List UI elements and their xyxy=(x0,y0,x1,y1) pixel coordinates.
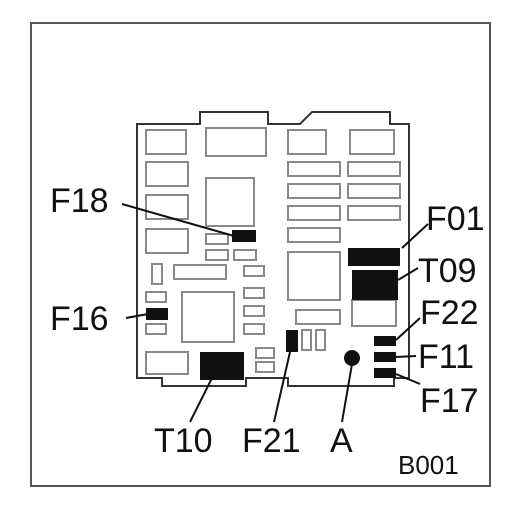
fuse-slot xyxy=(301,329,312,351)
label-f18: F18 xyxy=(50,182,109,220)
leader-line-f16 xyxy=(125,313,149,319)
leader-lines xyxy=(121,203,429,423)
leader-line-f17 xyxy=(395,373,421,385)
fuse-slot xyxy=(243,323,265,335)
label-f17: F17 xyxy=(420,382,479,420)
fuse-slot xyxy=(151,263,163,285)
fuse-slot xyxy=(287,183,341,199)
relay-slot xyxy=(145,351,189,375)
fuse-slot xyxy=(233,249,257,261)
leader-line-f18 xyxy=(121,203,235,237)
fuse-slot xyxy=(287,205,341,221)
relay-slot xyxy=(145,194,189,220)
fuse-slot xyxy=(347,205,401,221)
relay-slot xyxy=(287,129,327,155)
fuse-f16 xyxy=(146,308,168,320)
fuse-slot xyxy=(243,287,265,299)
relay-slot xyxy=(145,228,189,254)
fuse-slot xyxy=(315,329,326,351)
fuse-slot xyxy=(255,347,275,359)
leader-line-f22 xyxy=(395,317,421,341)
relay-slot xyxy=(349,129,395,155)
relay-slot xyxy=(145,161,189,187)
relay-slot xyxy=(205,127,267,157)
fuse-slot xyxy=(145,323,167,335)
label-a: A xyxy=(330,422,353,460)
label-t10: T10 xyxy=(154,422,213,460)
label-f21: F21 xyxy=(242,422,301,460)
fuse-slot xyxy=(255,361,275,373)
relay-slot xyxy=(145,129,187,155)
relay-t09 xyxy=(352,270,398,300)
leader-line-a xyxy=(341,363,353,423)
fuse-slot xyxy=(173,264,227,280)
fuse-slot xyxy=(205,249,229,261)
label-f11: F11 xyxy=(418,338,474,376)
fuse-slot xyxy=(145,291,167,303)
label-t09: T09 xyxy=(418,252,477,290)
fuse-f17 xyxy=(374,368,396,378)
relay-slot xyxy=(205,177,255,227)
relay-slot xyxy=(181,291,235,343)
fuse-f11 xyxy=(374,352,396,362)
leader-line-f01 xyxy=(401,223,429,249)
fuse-slot xyxy=(243,265,265,277)
fuse-slot xyxy=(347,183,401,199)
relay-t10 xyxy=(200,352,244,380)
fuse-slot xyxy=(295,309,341,325)
leader-line-f21 xyxy=(273,351,291,423)
label-f22: F22 xyxy=(420,294,479,332)
fuse-f22 xyxy=(374,336,396,346)
fuse-f21 xyxy=(286,330,298,352)
reference-code: B001 xyxy=(398,450,459,480)
fuse-slot xyxy=(347,161,401,177)
relay-slot xyxy=(287,251,341,301)
fuse-slot xyxy=(287,161,341,177)
leader-line-t09 xyxy=(397,267,419,281)
leader-line-f11 xyxy=(395,355,417,358)
label-f01: F01 xyxy=(426,200,485,238)
fuse-slot xyxy=(287,227,341,243)
fuse-slot xyxy=(205,233,229,245)
fuse-f01 xyxy=(348,248,400,266)
label-f16: F16 xyxy=(50,300,109,338)
point-a xyxy=(344,350,360,366)
fuse-slot xyxy=(243,305,265,317)
relay-slot xyxy=(351,299,397,327)
leader-line-t10 xyxy=(189,377,213,423)
fuse-f18 xyxy=(232,230,256,242)
